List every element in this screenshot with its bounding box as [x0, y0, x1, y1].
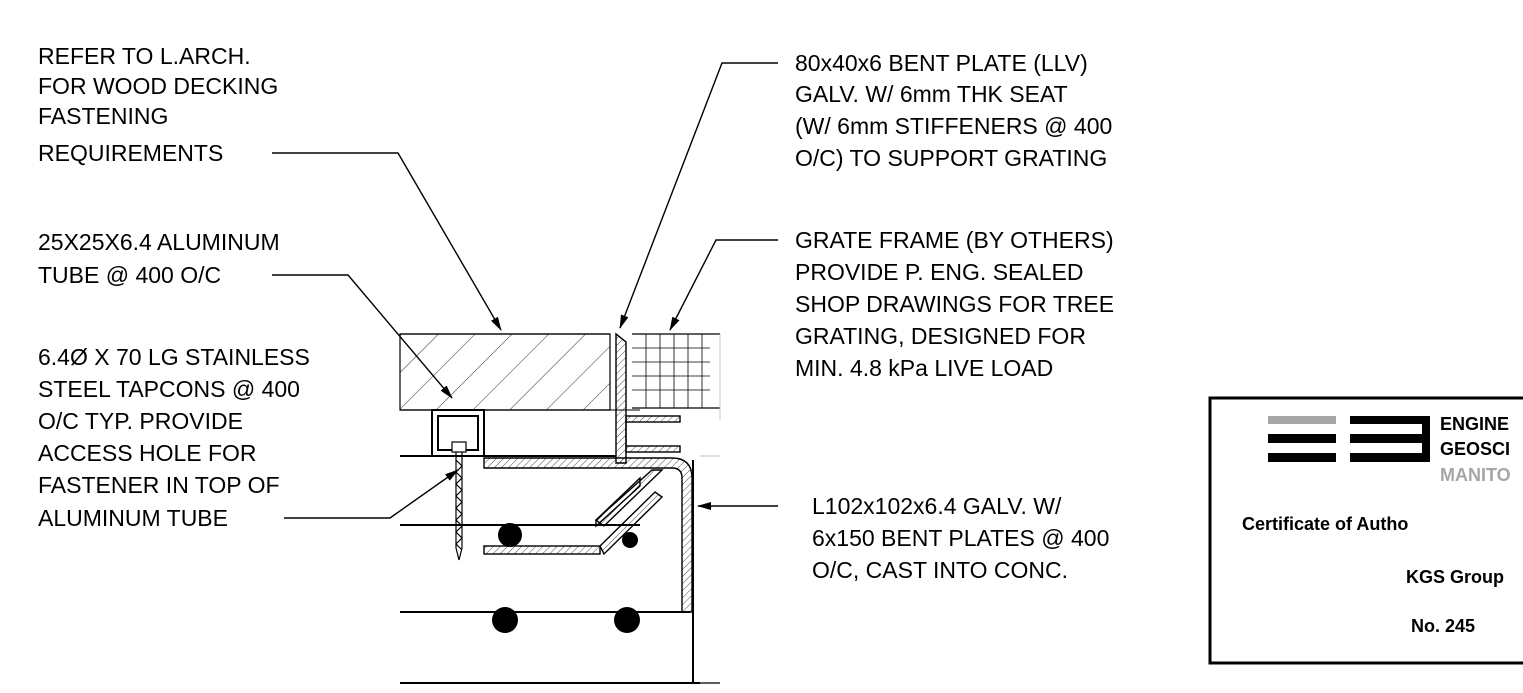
- stamp-certificate: Certificate of Autho: [1242, 514, 1408, 534]
- stamp-line-3: MANITO: [1440, 465, 1511, 485]
- note-line: GRATE FRAME (BY OTHERS): [795, 227, 1114, 253]
- note-line: FASTENING: [38, 103, 168, 129]
- engineering-stamp: ENGINE GEOSCI MANITO Certificate of Auth…: [1208, 396, 1523, 665]
- note-line: SHOP DRAWINGS FOR TREE: [795, 291, 1114, 317]
- stamp-logo: [1268, 416, 1430, 462]
- leader-lines: [272, 62, 778, 519]
- note-line: REQUIREMENTS: [38, 140, 223, 166]
- note-wood-decking: REFER TO L.ARCH. FOR WOOD DECKING FASTEN…: [38, 43, 278, 166]
- note-line: O/C) TO SUPPORT GRATING: [795, 145, 1107, 171]
- note-line: REFER TO L.ARCH.: [38, 43, 251, 69]
- note-angle: L102x102x6.4 GALV. W/ 6x150 BENT PLATES …: [812, 493, 1109, 583]
- note-line: ACCESS HOLE FOR: [38, 440, 257, 466]
- note-aluminum-tube: 25X25X6.4 ALUMINUM TUBE @ 400 O/C: [38, 229, 280, 288]
- wood-decking: [399, 333, 640, 411]
- note-line: 80x40x6 BENT PLATE (LLV): [795, 50, 1088, 76]
- stamp-line-1: ENGINE: [1440, 414, 1509, 434]
- note-line: 25X25X6.4 ALUMINUM: [38, 229, 280, 255]
- bent-plate: [615, 332, 681, 464]
- note-bent-plate: 80x40x6 BENT PLATE (LLV) GALV. W/ 6mm TH…: [795, 50, 1112, 171]
- steel-angle: [483, 457, 693, 613]
- note-line: O/C TYP. PROVIDE: [38, 408, 243, 434]
- note-tapcons: 6.4Ø X 70 LG STAINLESS STEEL TAPCONS @ 4…: [38, 344, 310, 531]
- note-line: FOR WOOD DECKING: [38, 73, 278, 99]
- note-line: MIN. 4.8 kPa LIVE LOAD: [795, 355, 1053, 381]
- note-line: STEEL TAPCONS @ 400: [38, 376, 300, 402]
- stamp-company: KGS Group: [1406, 567, 1504, 587]
- grate-frame: [632, 333, 721, 420]
- rebar: [492, 523, 640, 633]
- stamp-number: No. 245: [1411, 616, 1475, 636]
- concrete-slab: [400, 455, 720, 684]
- note-line: ALUMINUM TUBE: [38, 505, 228, 531]
- note-line: GRATING, DESIGNED FOR: [795, 323, 1086, 349]
- note-grate-frame: GRATE FRAME (BY OTHERS) PROVIDE P. ENG. …: [795, 227, 1114, 381]
- stamp-line-2: GEOSCI: [1440, 439, 1510, 459]
- note-line: TUBE @ 400 O/C: [38, 262, 221, 288]
- note-line: L102x102x6.4 GALV. W/: [812, 493, 1062, 519]
- tapcon-screw: [451, 441, 467, 561]
- note-line: (W/ 6mm STIFFENERS @ 400: [795, 113, 1112, 139]
- note-line: 6x150 BENT PLATES @ 400: [812, 525, 1109, 551]
- note-line: FASTENER IN TOP OF: [38, 472, 280, 498]
- note-line: 6.4Ø X 70 LG STAINLESS: [38, 344, 310, 370]
- note-line: PROVIDE P. ENG. SEALED: [795, 259, 1083, 285]
- note-line: O/C, CAST INTO CONC.: [812, 557, 1068, 583]
- note-line: GALV. W/ 6mm THK SEAT: [795, 81, 1068, 107]
